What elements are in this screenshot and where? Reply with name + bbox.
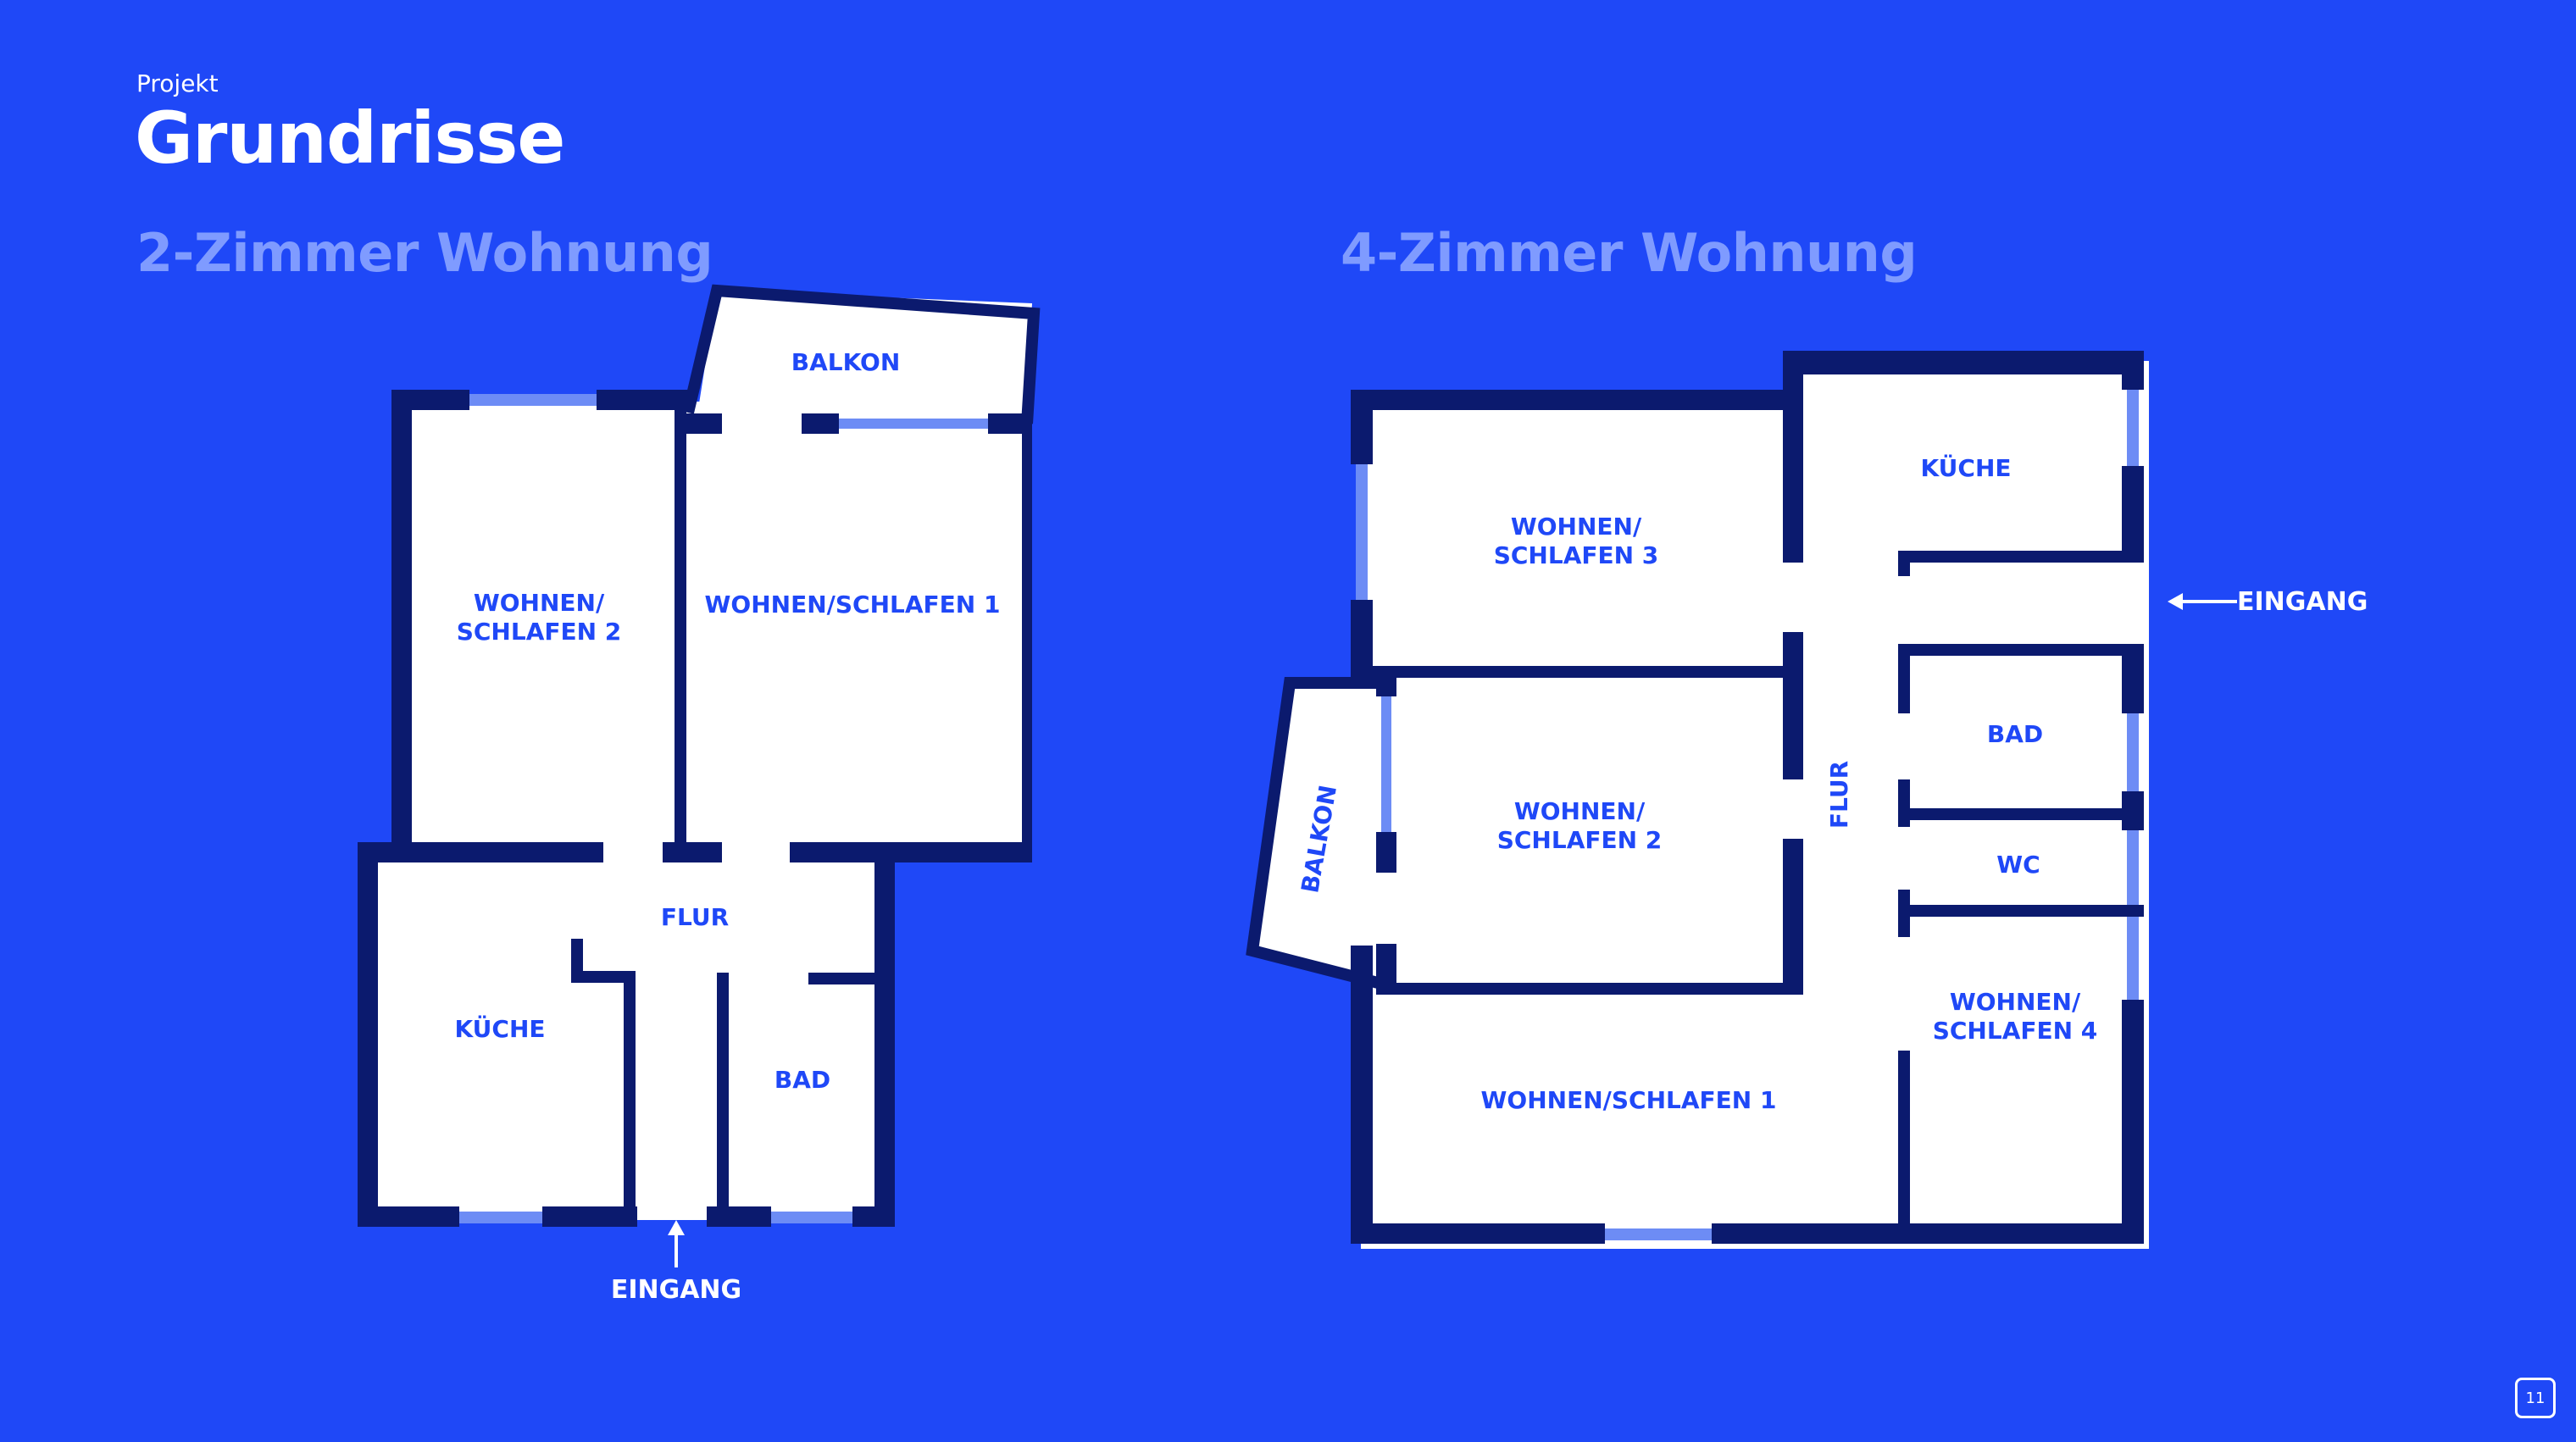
wall: [597, 390, 690, 410]
balkon-label: BALKON: [791, 348, 901, 376]
wall: [988, 413, 1027, 434]
wall: [683, 413, 722, 434]
balkon-railing: [682, 284, 1041, 424]
wall: [542, 1206, 637, 1227]
wall: [1351, 1223, 1605, 1244]
wall: [1898, 644, 2144, 656]
wall: [1783, 839, 1803, 995]
wohnen-schlafen-4-label: WOHNEN/: [1950, 988, 2081, 1016]
wohnen-schlafen-2-label: WOHNEN/: [474, 589, 605, 617]
wall: [624, 971, 636, 1218]
wall: [790, 842, 1032, 862]
wall: [1376, 678, 1396, 696]
wc-label: WC: [1996, 851, 2040, 879]
balkon-floor: [695, 291, 1032, 430]
upper-rooms-floor: [402, 402, 1029, 854]
window: [459, 1212, 544, 1223]
window: [1381, 696, 1391, 832]
window: [771, 1212, 852, 1223]
wall: [1898, 551, 2144, 563]
bad-label: BAD: [1987, 720, 2043, 748]
wall: [707, 1206, 771, 1227]
wall: [808, 973, 876, 984]
wall: [2122, 351, 2144, 390]
wall: [1898, 644, 1910, 713]
wohnen-schlafen-1-label: WOHNEN/SCHLAFEN 1: [705, 591, 1001, 618]
wall: [1712, 1223, 2144, 1244]
wohnen-schlafen-3-label: SCHLAFEN 3: [1494, 541, 1659, 569]
two-room-entrance-label: EINGANG: [611, 1275, 741, 1305]
wall: [717, 973, 729, 1218]
wall: [1376, 832, 1396, 873]
wall: [1376, 983, 1788, 995]
wall: [1351, 946, 1373, 1244]
page-number-badge: 11: [2515, 1378, 2556, 1418]
wall: [1898, 551, 1910, 576]
wall: [2122, 646, 2144, 713]
wall: [391, 390, 469, 410]
wall: [675, 410, 686, 842]
kueche-label: KÜCHE: [1920, 453, 2011, 482]
wall: [2122, 466, 2144, 559]
balkon-railing: [1246, 677, 1385, 989]
wall: [802, 413, 839, 434]
section-kicker: Projekt: [136, 69, 219, 97]
wall: [874, 856, 895, 1227]
wall: [1783, 351, 1803, 563]
window: [2127, 713, 2139, 791]
wall: [852, 1206, 895, 1227]
flur-label: FLUR: [661, 903, 729, 931]
wohnen-schlafen-1-label: WOHNEN/SCHLAFEN 1: [1481, 1086, 1777, 1114]
wall: [358, 842, 603, 862]
four-room-plan-title: 4-Zimmer Wohnung: [1341, 222, 1918, 284]
wall: [1783, 351, 2144, 374]
wall: [358, 842, 378, 1227]
wall: [1376, 944, 1396, 983]
window: [1356, 464, 1368, 600]
bad-label: BAD: [774, 1066, 830, 1094]
wall: [571, 971, 636, 983]
wall: [1359, 666, 1788, 678]
window: [839, 419, 990, 429]
wall: [1898, 905, 2144, 917]
four-room-floor-plan: KÜCHE WOHNEN/ SCHLAFEN 3 WOHNEN/ SCHLAFE…: [1246, 351, 2368, 1249]
wall: [1351, 390, 1800, 410]
wohnen-schlafen-2-label: SCHLAFEN 2: [457, 618, 622, 646]
wohnen-schlafen-3-label: WOHNEN/: [1511, 513, 1642, 541]
wohnen-schlafen-4-label: SCHLAFEN 4: [1933, 1017, 2098, 1045]
two-room-floor-plan: BALKON WOHNEN/ SCHLAFEN 2 WOHNEN/SCHLAFE…: [358, 284, 1041, 1305]
wall: [2122, 1000, 2144, 1244]
wall: [1898, 1051, 1910, 1244]
wall: [1783, 632, 1803, 779]
window: [1605, 1228, 1712, 1240]
entrance-arrow-left-icon: [2168, 593, 2237, 610]
wall: [571, 939, 583, 979]
wall: [663, 842, 722, 862]
wall: [391, 390, 412, 854]
flur-label: FLUR: [1825, 761, 1853, 829]
four-room-entrance-label: EINGANG: [2237, 587, 2368, 617]
window: [469, 394, 597, 406]
page-title: Grundrisse: [135, 97, 565, 180]
wall: [1898, 808, 2144, 820]
kueche-label: KÜCHE: [454, 1014, 545, 1043]
wall: [1351, 390, 1373, 464]
entrance-arrow-up-icon: [668, 1220, 685, 1267]
wall: [358, 1206, 459, 1227]
apartment-floor: [1793, 361, 2149, 1249]
two-room-plan-title: 2-Zimmer Wohnung: [136, 222, 713, 284]
wall: [1022, 413, 1032, 862]
window: [2127, 390, 2139, 466]
wohnen-schlafen-2-label: WOHNEN/: [1514, 797, 1646, 825]
wohnen-schlafen-2-label: SCHLAFEN 2: [1497, 826, 1663, 854]
